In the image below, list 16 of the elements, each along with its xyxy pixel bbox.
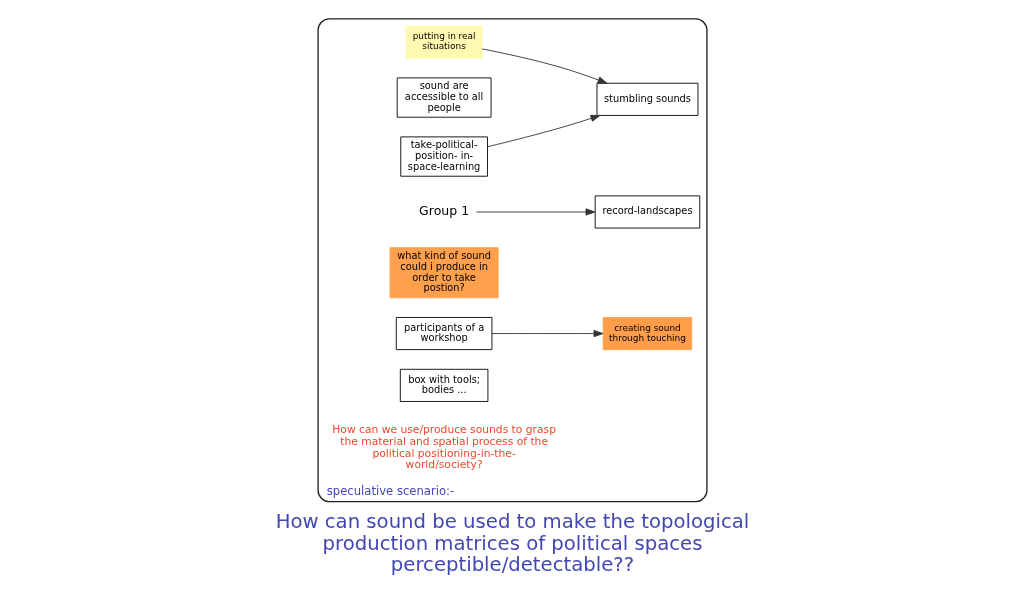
- node-box: record-landscapes: [594, 195, 700, 229]
- node-box: what kind of sound could i produce in order to take postion?: [389, 247, 499, 299]
- arrow: [481, 48, 607, 84]
- label: How can we use/produce sounds to grasp the material and spatial process of the political positioning-in-the-world/society?: [331, 423, 556, 472]
- node-box: stumbling sounds: [596, 82, 698, 116]
- node-box: creating sound through touching: [602, 317, 692, 351]
- caption: How can sound be used to make the topological production matrices of political spaces perceptible/detectable??: [275, 510, 749, 576]
- node-box: participants of a workshop: [395, 317, 492, 351]
- arrow: [475, 208, 595, 216]
- node-box: putting in real situations: [405, 25, 483, 59]
- arrow: [486, 114, 600, 148]
- node-box: sound are accessible to all people: [396, 77, 491, 118]
- node-box: take-political- position- in-space-learning: [399, 136, 488, 177]
- node-box: box with tools; bodies ...: [399, 368, 488, 402]
- node-text: Group 1: [418, 203, 469, 219]
- arrow: [491, 329, 603, 338]
